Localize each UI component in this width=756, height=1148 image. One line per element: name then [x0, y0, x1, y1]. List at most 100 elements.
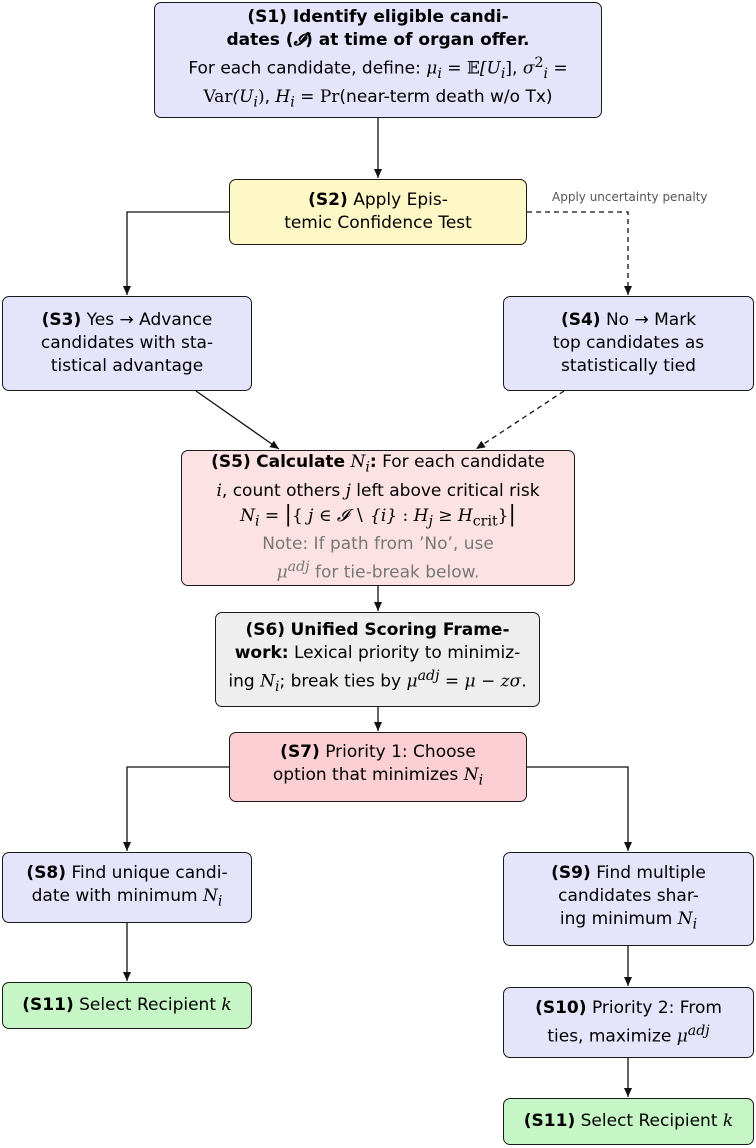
s1-sigma-sup: 2 — [534, 54, 544, 71]
node-s9: (S9) Find multiple candidates shar- ing … — [503, 852, 754, 946]
s5-line2-end: left above critical risk — [350, 480, 540, 501]
s1-comma: , — [512, 58, 523, 79]
edge-s7-s8 — [123, 766, 229, 851]
s5-f-n: N — [240, 505, 255, 526]
s5-line2-mid: , count others — [221, 480, 346, 501]
s5-f-set-i: 𝓘 — [336, 505, 349, 526]
s8-n: N — [202, 885, 218, 906]
s1-sigma: σ — [522, 58, 535, 79]
s5-f-eq: = — [259, 505, 285, 526]
s11a-tag: (S11) — [22, 995, 74, 1015]
s5-note-line2: for tie-break below. — [309, 562, 480, 583]
s4-line3: statistically tied — [561, 356, 696, 376]
s3-tag: (S3) — [41, 310, 82, 330]
s9-line3: ing minimum — [559, 908, 678, 929]
s2-tag: (S2) — [308, 190, 348, 210]
s11a-label: Select Recipient — [79, 995, 222, 1015]
node-s4: (S4) No → Mark top candidates as statist… — [503, 296, 754, 391]
s10-line1: Priority 2: From — [591, 997, 722, 1018]
s5-note-line1: Note: If path from ’No’, use — [262, 534, 494, 555]
s5-note-mu: μ — [276, 562, 288, 583]
s5-line2-j: j — [345, 480, 351, 501]
s1-eq3: = — [294, 86, 320, 107]
node-s7: (S7) Priority 1: Choose option that mini… — [229, 732, 527, 802]
s5-calc: Calculate — [256, 452, 346, 473]
s8-tag: (S8) — [26, 862, 67, 883]
s11b-tag: (S11) — [523, 1111, 576, 1131]
s6-line2-rest: Lexical priority to minimiz- — [288, 643, 521, 664]
s10-mu: μ — [676, 1026, 688, 1047]
s6-formula: = μ − zσ — [439, 672, 522, 693]
edge-s4-s5 — [475, 390, 565, 450]
s1-eq2: = — [547, 58, 568, 79]
node-s1: (S1) Identify eligible candi- dates (𝓘) … — [154, 2, 602, 118]
s1-mu-sub: i — [437, 65, 442, 82]
s5-f-h: H — [413, 505, 429, 526]
node-s5: (S5) Calculate Ni: For each candidate i,… — [181, 450, 575, 586]
s1-mu: μ — [426, 58, 438, 79]
s6-n-sub: i — [274, 679, 280, 696]
s1-title-b-post: ) at time of organ offer. — [305, 29, 530, 50]
s5-f-bar-right: | — [508, 501, 516, 527]
s11a-k: k — [221, 995, 232, 1015]
s3-line3: tistical advantage — [50, 356, 204, 376]
s1-var: Var — [203, 86, 233, 107]
node-s8: (S8) Find unique candi- date with minimu… — [2, 852, 252, 923]
s1-title-b-pre: dates ( — [226, 29, 294, 50]
s5-n: N — [350, 452, 366, 473]
s5-line2-i: i — [216, 480, 222, 501]
s6-line3-pre: ing — [228, 672, 261, 693]
s5-f-hcrit-sub: crit — [472, 513, 498, 530]
s9-line1: Find multiple — [596, 862, 706, 883]
s1-close: ] — [505, 58, 513, 79]
s5-f-in: ∈ — [313, 505, 337, 526]
s1-def-pre: For each candidate, define: — [188, 58, 427, 79]
s5-note-adj: adj — [287, 559, 310, 576]
s9-line2: candidates shar- — [558, 885, 699, 906]
s6-line1: Unified Scoring Frame- — [290, 620, 510, 641]
s5-line1-rest: For each candidate — [382, 452, 545, 473]
s1-title-b-symbol: 𝓘 — [293, 29, 306, 50]
s10-tag: (S10) — [535, 997, 587, 1018]
s6-tag: (S6) — [245, 620, 286, 641]
s9-n: N — [677, 908, 693, 929]
s1-tag: (S1) — [247, 6, 287, 27]
node-s2: (S2) Apply Epis- temic Confidence Test — [229, 179, 527, 245]
s8-line1: Find unique candi- — [71, 862, 228, 883]
node-s10: (S10) Priority 2: From ties, maximize μa… — [503, 987, 754, 1058]
s2-line2: temic Confidence Test — [284, 213, 472, 233]
s2-line1: Apply Epis- — [353, 190, 448, 210]
s5-f-ge: ≥ — [432, 505, 458, 526]
s1-expectation: 𝔼 — [466, 58, 480, 79]
s5-tag: (S5) — [211, 452, 251, 473]
s7-n-sub: i — [478, 772, 484, 789]
edge-s3-s5 — [195, 390, 280, 450]
s6-n: N — [260, 672, 275, 693]
s5-colon: : — [369, 452, 377, 473]
s6-dot: . — [521, 672, 527, 693]
s1-h: H — [275, 86, 291, 107]
s5-f-h-sub: j — [428, 513, 433, 530]
s7-n: N — [463, 765, 479, 786]
s11b-label: Select Recipient — [580, 1111, 723, 1131]
s10-line2: ties, maximize — [547, 1026, 677, 1047]
s1-var-open: (U — [232, 86, 254, 107]
s7-tag: (S7) — [280, 742, 320, 763]
node-s11-right: (S11) Select Recipient k — [503, 1098, 754, 1145]
s1-h-sub: i — [290, 94, 295, 111]
s11b-k: k — [722, 1111, 734, 1131]
s1-u: [U — [479, 58, 501, 79]
s1-pr-text: (near-term death w/o Tx) — [339, 86, 553, 107]
node-s6: (S6) Unified Scoring Frame- work: Lexica… — [215, 612, 540, 707]
s4-tag: (S4) — [560, 310, 601, 330]
s1-eq: = — [441, 58, 467, 79]
s5-f-bar-left: | — [284, 501, 292, 527]
edge-s2-s4 — [527, 211, 632, 295]
s5-f-hcrit: H — [457, 505, 473, 526]
s4-line2: top candidates as — [552, 333, 705, 353]
s1-paren-close: ) — [257, 86, 265, 107]
s9-tag: (S9) — [551, 862, 591, 883]
edge-s7-s9 — [527, 766, 632, 851]
s8-n-sub: i — [217, 893, 223, 910]
